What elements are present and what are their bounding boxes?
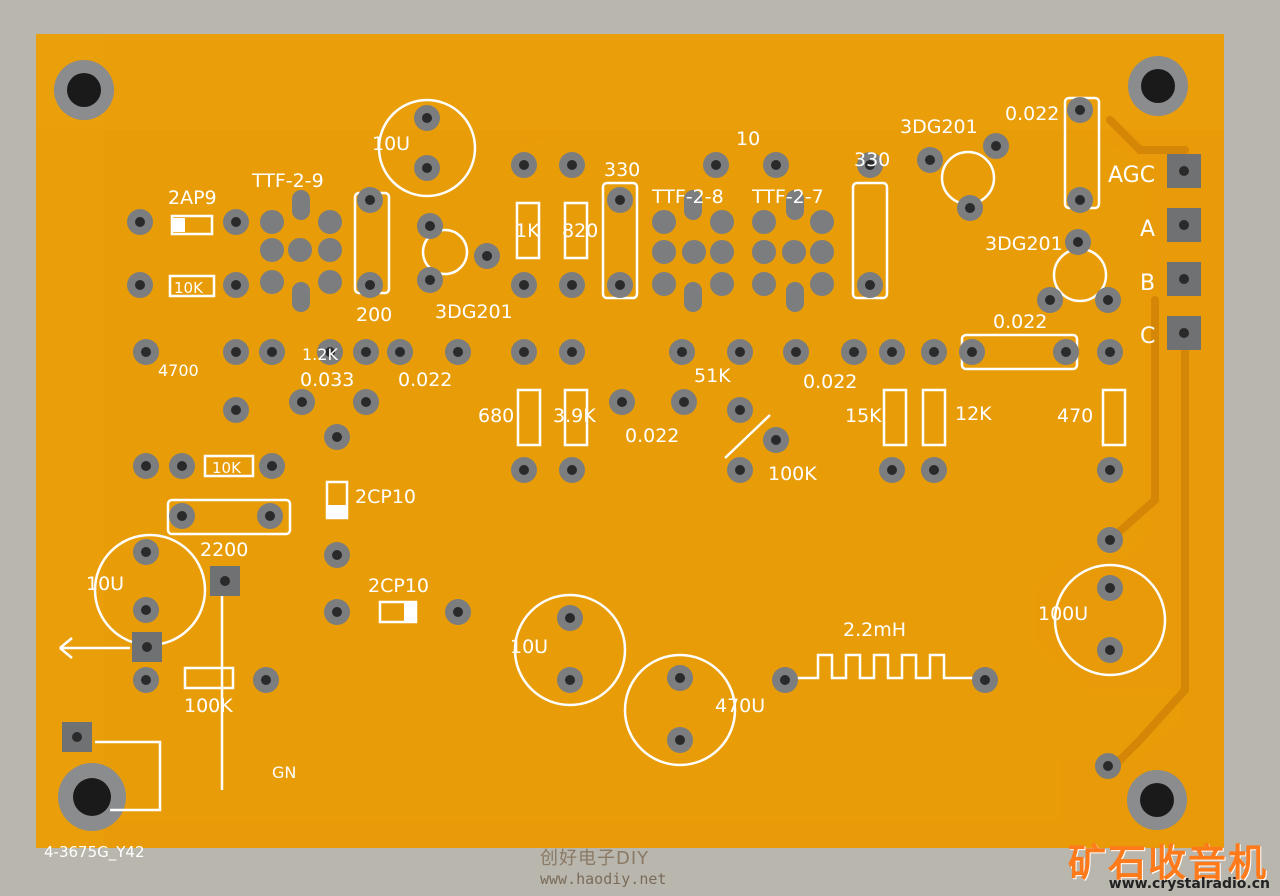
label-c-470u: 470U xyxy=(715,695,765,717)
label-r-51k: 51K xyxy=(694,365,731,387)
label-r-100k-bottom: 100K xyxy=(184,695,233,717)
label-c-0022-b: 0.022 xyxy=(398,369,452,391)
label-c-0022-c: 0.022 xyxy=(625,425,679,447)
label-q-3dg201-a: 3DG201 xyxy=(435,301,513,323)
label-l-22mh: 2.2mH xyxy=(843,619,906,641)
label-c-0033: 0.033 xyxy=(300,369,354,391)
board-code: 4-3675G_Y42 xyxy=(44,843,145,862)
watermark-left-url: www.haodiy.net xyxy=(540,870,667,888)
label-q-3dg201-c: 3DG201 xyxy=(985,233,1063,255)
watermark-right: 矿石收音机 xyxy=(1067,841,1268,885)
label-r-10k-b: 10K xyxy=(212,459,242,477)
trace-agc xyxy=(1106,116,1189,154)
label-pin-a: A xyxy=(1140,217,1155,242)
label-vr-100k: 100K xyxy=(768,463,817,485)
label-pin-c: C xyxy=(1140,324,1155,349)
watermark-right-url: www.crystalradio.cn xyxy=(1108,876,1270,892)
label-c-2200: 2200 xyxy=(200,539,248,561)
label-pin-b: B xyxy=(1140,271,1155,296)
label-d-2cp10-a: 2CP10 xyxy=(355,486,416,508)
cap-outline-10u-top xyxy=(377,98,477,198)
label-r-820: 820 xyxy=(562,220,598,242)
label-d-2ap9: 2AP9 xyxy=(168,187,217,209)
label-r-1k: 1K xyxy=(515,220,540,242)
label-c-10: 10 xyxy=(736,128,760,150)
label-q-3dg201-b: 3DG201 xyxy=(900,116,978,138)
pads xyxy=(62,97,1201,779)
label-c-330-b: 330 xyxy=(854,149,890,171)
label-ttf28: TTF-2-8 xyxy=(651,186,724,208)
trace-b xyxy=(1106,296,1159,544)
label-r-470: 470 xyxy=(1057,405,1093,427)
cap-outline-10u-mid xyxy=(513,593,627,707)
inductor-symbol xyxy=(790,653,975,680)
cap-outline-100u xyxy=(1053,563,1167,677)
label-c-10u-left: 10U xyxy=(86,573,124,595)
label-r-39k: 3.9K xyxy=(553,405,596,427)
label-r-4700: 4700 xyxy=(158,361,199,380)
label-r-12k-left: 1.2K xyxy=(302,345,338,364)
trace-c xyxy=(1106,326,1189,774)
label-ttf29: TTF-2-9 xyxy=(251,170,324,192)
label-g-marker: GN xyxy=(272,763,296,782)
watermark-left: 创好电子DIY xyxy=(540,848,650,869)
label-r-12k: 12K xyxy=(955,403,992,425)
label-c-10u-mid: 10U xyxy=(510,636,548,658)
label-c-10u-top: 10U xyxy=(372,133,410,155)
label-d-2cp10-b: 2CP10 xyxy=(368,575,429,597)
label-c-0022-d: 0.022 xyxy=(803,371,857,393)
label-r-680: 680 xyxy=(478,405,514,427)
mounting-holes xyxy=(54,56,1188,831)
label-c-0022-a: 0.022 xyxy=(1005,103,1059,125)
label-c-200: 200 xyxy=(356,304,392,326)
label-c-0022-e: 0.022 xyxy=(993,311,1047,333)
label-r-15k: 15K xyxy=(845,405,882,427)
label-r-10k-a: 10K xyxy=(174,279,204,297)
label-agc: AGC xyxy=(1108,163,1155,188)
label-ttf27: TTF-2-7 xyxy=(751,186,824,208)
cap-outline-470u xyxy=(623,653,737,767)
label-c-330-a: 330 xyxy=(604,159,640,181)
label-c-100u: 100U xyxy=(1038,603,1088,625)
transistor-outline-a xyxy=(421,228,469,276)
